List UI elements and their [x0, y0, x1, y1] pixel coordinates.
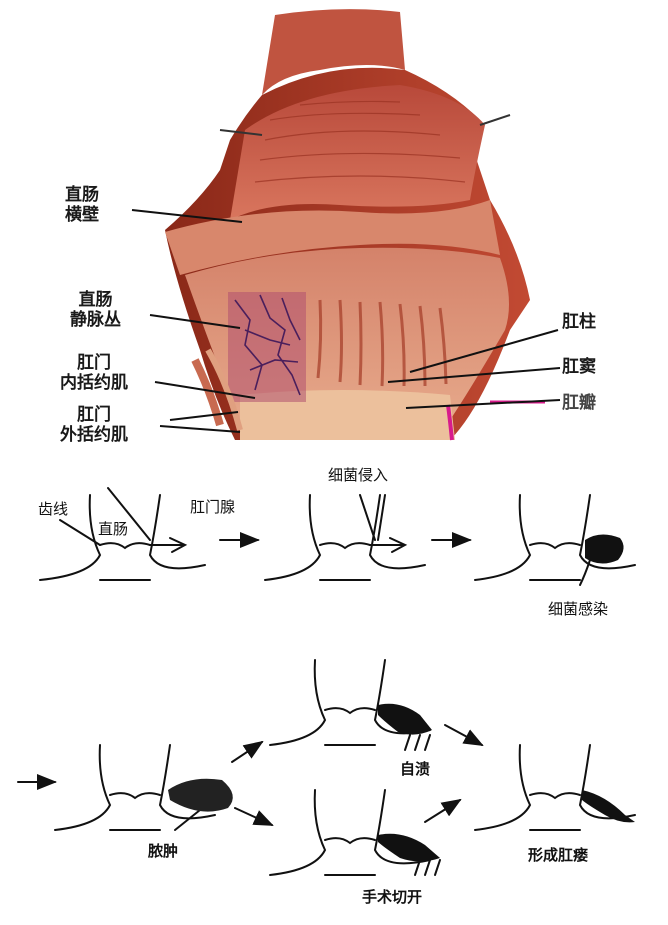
label-anal-gland: 肛门腺 [190, 498, 236, 516]
label-bacteria-infection: 细菌感染 [548, 600, 609, 618]
label-fistula-formed: 形成肛瘘 [528, 846, 589, 864]
label-self-rupture: 自溃 [400, 760, 431, 778]
label-internal-sphincter: 肛门 内括约肌 [60, 353, 128, 394]
label-anal-valve: 肛瓣 [562, 393, 596, 413]
stage-5b-surgical [269, 789, 441, 876]
anatomy-illustration [131, 9, 561, 441]
stage-1-normal [39, 487, 206, 581]
label-anal-sinus: 肛窦 [562, 357, 596, 377]
fistula-stage-diagrams [17, 487, 636, 876]
label-anal-column: 肛柱 [562, 312, 596, 332]
label-rectum-transverse-fold: 直肠 横壁 [65, 185, 99, 226]
label-external-sphincter: 肛门 外括约肌 [60, 405, 128, 446]
upper-fold-chamber [230, 85, 485, 220]
stage-5a-self-rupture [269, 659, 431, 751]
stage-2-invasion [264, 494, 426, 581]
stage-3-infection [474, 494, 636, 586]
label-surgical-incision: 手术切开 [362, 888, 423, 906]
transverse-fold [165, 200, 500, 275]
label-bacteria-invasion: 细菌侵入 [328, 466, 389, 484]
label-rectal-venous-plexus: 直肠 静脉丛 [70, 290, 121, 331]
label-rectum: 直肠 [98, 520, 129, 538]
venous-plexus [228, 292, 306, 402]
stage-4-abscess [54, 744, 216, 831]
sphincter-band [240, 390, 455, 440]
label-dentate-line: 齿线 [38, 500, 69, 518]
label-abscess: 脓肿 [148, 842, 179, 860]
rectum-upper-tube [262, 9, 405, 96]
